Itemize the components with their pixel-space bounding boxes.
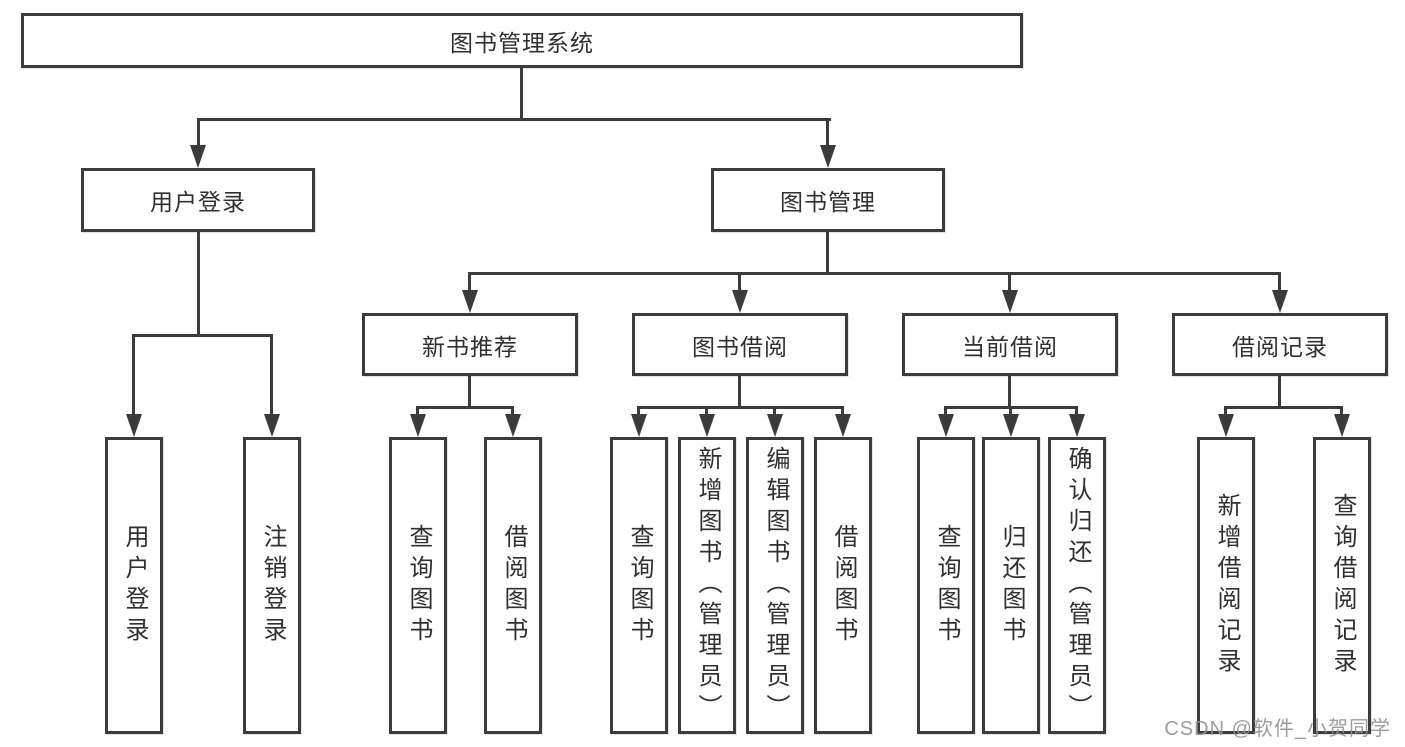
node-borrow-records: 借阅记录 — [1172, 313, 1388, 376]
connector-line — [468, 272, 471, 294]
connector-line — [197, 118, 200, 150]
leaf-records-query-borrow-record: 查询借阅记录 — [1313, 437, 1371, 734]
leaf-borrow-add-books-admin: 新增图书（管理员） — [678, 437, 736, 734]
connector-line — [841, 406, 844, 420]
connector-line — [944, 406, 947, 420]
node-label: 图书借阅 — [692, 333, 788, 360]
leaf-label: 确认归还（管理员） — [1064, 446, 1091, 725]
leaf-label: 查询图书 — [933, 523, 960, 648]
leaf-borrow-edit-books-admin: 编辑图书（管理员） — [746, 437, 804, 734]
connector-line — [1278, 376, 1281, 406]
node-book-borrow: 图书借阅 — [632, 313, 848, 376]
arrow-down-icon — [126, 414, 142, 437]
connector-line — [1278, 272, 1281, 294]
arrow-down-icon — [505, 414, 521, 437]
connector-line — [637, 406, 640, 420]
arrow-down-icon — [938, 414, 954, 437]
node-label: 图书管理系统 — [450, 29, 594, 56]
leaf-user-login: 用户登录 — [105, 437, 163, 734]
connector-line — [197, 232, 200, 334]
arrow-down-icon — [699, 414, 715, 437]
connector-line — [1008, 272, 1011, 294]
node-label: 借阅记录 — [1232, 333, 1328, 360]
connector-line — [416, 406, 514, 409]
leaf-label: 编辑图书（管理员） — [762, 446, 789, 725]
arrow-down-icon — [1272, 290, 1288, 313]
leaf-borrow-query-books: 查询图书 — [610, 437, 668, 734]
node-label: 用户登录 — [150, 189, 246, 215]
connector-line — [1008, 376, 1011, 406]
leaf-label: 归还图书 — [998, 523, 1025, 648]
leaf-label: 查询图书 — [405, 523, 432, 648]
connector-line — [520, 68, 523, 120]
connector-line — [738, 376, 741, 406]
connector-line — [1340, 406, 1343, 420]
leaf-current-query-books: 查询图书 — [917, 437, 975, 734]
node-current-borrow: 当前借阅 — [902, 313, 1118, 376]
arrow-down-icon — [767, 414, 783, 437]
leaf-label: 查询图书 — [626, 523, 653, 648]
node-label: 新书推荐 — [422, 333, 518, 360]
arrow-down-icon — [1002, 290, 1018, 313]
node-library-management-system: 图书管理系统 — [21, 13, 1023, 68]
node-label: 当前借阅 — [962, 333, 1058, 360]
connector-line — [197, 118, 831, 121]
connector-line — [132, 334, 273, 337]
connector-line — [1224, 406, 1343, 409]
leaf-current-return-books: 归还图书 — [982, 437, 1040, 734]
connector-line — [826, 118, 829, 150]
leaf-newbooks-borrow-books: 借阅图书 — [484, 437, 542, 734]
leaf-label: 借阅图书 — [500, 523, 527, 648]
arrow-down-icon — [820, 145, 836, 168]
arrow-down-icon — [1218, 414, 1234, 437]
arrow-down-icon — [264, 414, 280, 437]
connector-line — [416, 406, 419, 420]
arrow-down-icon — [190, 145, 206, 168]
node-label: 图书管理 — [780, 189, 876, 215]
arrow-down-icon — [631, 414, 647, 437]
arrow-down-icon — [835, 414, 851, 437]
leaf-label: 注销登录 — [259, 523, 286, 648]
connector-line — [826, 232, 829, 275]
leaf-newbooks-query-books: 查询图书 — [389, 437, 447, 734]
node-new-book-recommend: 新书推荐 — [362, 313, 578, 376]
leaf-records-add-borrow-record: 新增借阅记录 — [1197, 437, 1255, 734]
leaf-borrow-borrow-books: 借阅图书 — [814, 437, 872, 734]
connector-line — [468, 376, 471, 406]
arrow-down-icon — [732, 290, 748, 313]
leaf-label: 查询借阅记录 — [1329, 492, 1356, 679]
connector-line — [705, 406, 708, 420]
connector-line — [773, 406, 776, 420]
leaf-label: 新增借阅记录 — [1213, 492, 1240, 679]
arrow-down-icon — [410, 414, 426, 437]
arrow-down-icon — [1334, 414, 1350, 437]
node-user-login: 用户登录 — [81, 168, 315, 232]
connector-line — [1224, 406, 1227, 420]
connector-line — [511, 406, 514, 420]
connector-line — [468, 272, 1281, 275]
arrow-down-icon — [462, 290, 478, 313]
connector-line — [270, 334, 273, 418]
connector-line — [637, 406, 844, 409]
leaf-logout: 注销登录 — [243, 437, 301, 734]
arrow-down-icon — [1069, 414, 1085, 437]
connector-line — [1009, 406, 1012, 420]
leaf-label: 用户登录 — [121, 523, 148, 648]
arrow-down-icon — [1003, 414, 1019, 437]
leaf-current-confirm-return-admin: 确认归还（管理员） — [1048, 437, 1106, 734]
csdn-watermark: CSDN @软件_小贺同学 — [1164, 718, 1391, 740]
connector-line — [1075, 406, 1078, 420]
connector-line — [132, 334, 135, 418]
node-book-management: 图书管理 — [711, 168, 945, 232]
connector-line — [738, 272, 741, 294]
leaf-label: 新增图书（管理员） — [694, 446, 721, 725]
leaf-label: 借阅图书 — [830, 523, 857, 648]
